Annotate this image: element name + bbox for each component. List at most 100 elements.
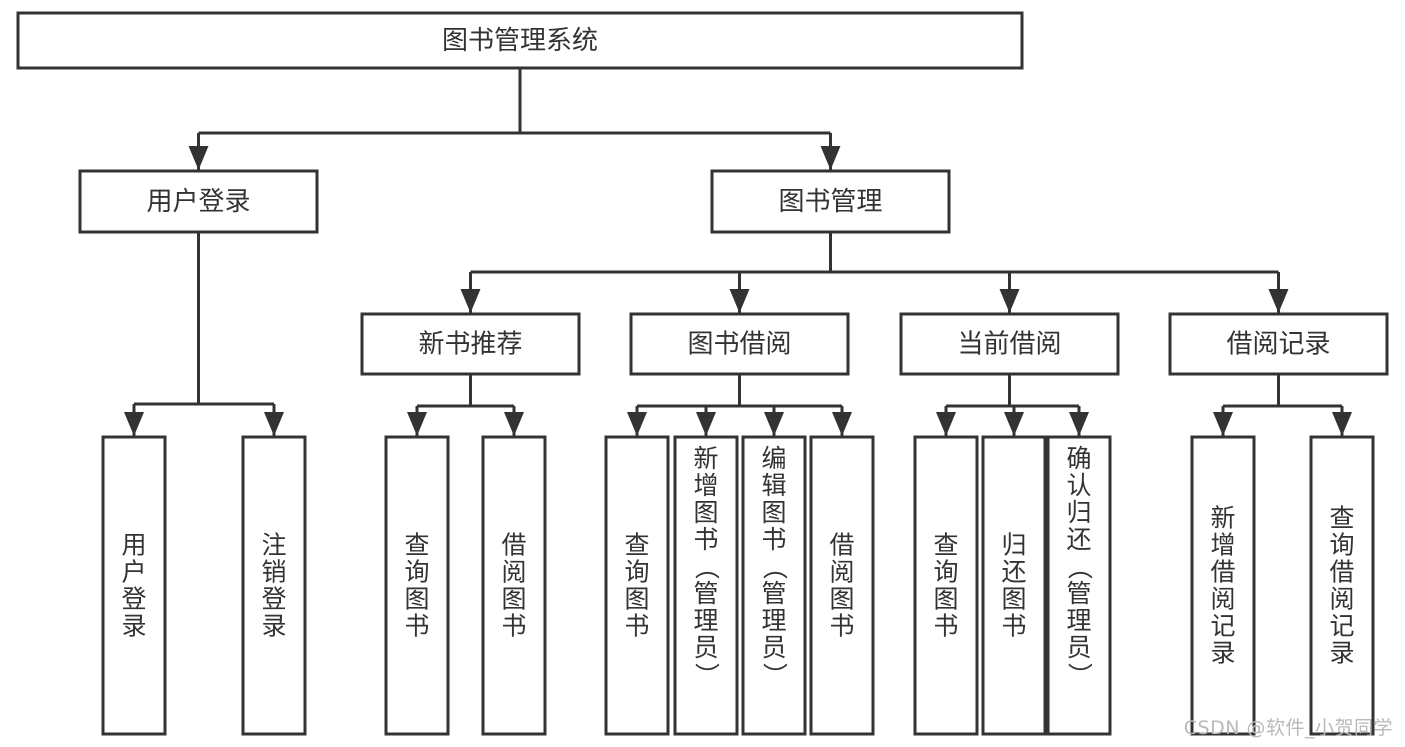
node-label-char: 记 [1329, 612, 1354, 641]
arrow-head-icon [1268, 289, 1289, 313]
node-label-char: 辑 [761, 471, 786, 500]
arrow-head-icon [936, 412, 956, 436]
node-label-new-book-rec: 新书推荐 [418, 330, 522, 360]
node-borrow-record[interactable]: 借阅记录 [1168, 312, 1389, 376]
arrow-head-icon [264, 412, 284, 436]
node-box-new-book-rec [360, 312, 581, 376]
node-label-char: 员 [761, 633, 786, 662]
node-label-user-login: 用户登录 [146, 187, 250, 217]
node-label-char: 录 [1329, 639, 1354, 668]
node-label-char: 图 [693, 498, 718, 527]
node-label-char: 查 [1329, 504, 1354, 533]
arrow-head-icon [764, 412, 784, 436]
node-label-char: 图 [404, 585, 429, 614]
connector-layer [124, 68, 1352, 436]
node-label-char: 书 [693, 525, 718, 554]
node-box-leaf-query-book-rec [384, 435, 450, 736]
node-label-char: 录 [261, 612, 286, 641]
node-label-char: 图 [829, 585, 854, 614]
node-label-char: 查 [624, 531, 649, 560]
node-user-login[interactable]: 用户登录 [78, 169, 319, 234]
arrow-head-icon [832, 412, 852, 436]
node-new-book-rec[interactable]: 新书推荐 [360, 312, 581, 376]
node-label-char: 管 [693, 579, 718, 608]
node-book-borrow[interactable]: 图书借阅 [629, 312, 850, 376]
node-box-leaf-confirm-return [1046, 435, 1112, 736]
node-label-char: ） [760, 662, 789, 687]
node-box-leaf-add-book [673, 435, 739, 736]
node-label-char: 查 [404, 531, 429, 560]
arrow-head-icon [504, 412, 524, 436]
node-label-char: （ [692, 554, 721, 579]
node-label-book-manage: 图书管理 [778, 187, 882, 217]
arrow-head-icon [124, 412, 144, 436]
node-box-leaf-edit-book [741, 435, 807, 736]
arrow-head-icon [999, 289, 1020, 313]
node-label-char: 图 [624, 585, 649, 614]
node-label-char: 管 [1066, 579, 1091, 608]
node-label-char: 询 [404, 558, 429, 587]
node-label-book-borrow: 图书借阅 [687, 330, 791, 360]
node-label-char: 确 [1066, 444, 1091, 473]
node-current-borrow[interactable]: 当前借阅 [899, 312, 1120, 376]
node-label-char: 销 [261, 558, 286, 587]
node-label-char: 阅 [1329, 585, 1354, 614]
arrow-head-icon [1213, 412, 1233, 436]
node-box-leaf-add-record [1190, 435, 1256, 736]
node-label-char: 书 [624, 612, 649, 641]
node-label-char: 编 [761, 444, 786, 473]
node-label-char: 新 [693, 444, 718, 473]
node-leaf-user-login[interactable]: 用户登录 [101, 435, 167, 736]
node-box-leaf-user-login [101, 435, 167, 736]
csdn-watermark: CSDN @软件_小贺同学 [1183, 717, 1393, 739]
node-label-char: 记 [1210, 612, 1235, 641]
node-label-char: 借 [1329, 558, 1354, 587]
node-label-char: 员 [693, 633, 718, 662]
node-label-char: 书 [761, 525, 786, 554]
arrow-head-icon [1069, 412, 1089, 436]
node-label-char: 录 [1210, 639, 1235, 668]
node-book-manage[interactable]: 图书管理 [710, 169, 951, 234]
node-box-leaf-borrow-book [809, 435, 875, 736]
node-box-borrow-record [1168, 312, 1389, 376]
node-label-char: 书 [404, 612, 429, 641]
node-root[interactable]: 图书管理系统 [16, 11, 1024, 70]
node-label-char: 书 [829, 612, 854, 641]
node-label-char: 用 [121, 531, 146, 560]
node-label-char: 询 [933, 558, 958, 587]
arrow-head-icon [188, 146, 209, 170]
arrow-head-icon [407, 412, 427, 436]
node-label-char: 录 [121, 612, 146, 641]
node-label-current-borrow: 当前借阅 [957, 330, 1061, 360]
node-box-leaf-borrow-book-rec [481, 435, 547, 736]
arrow-head-icon [729, 289, 750, 313]
node-label-char: 管 [761, 579, 786, 608]
node-box-leaf-logout [241, 435, 307, 736]
node-box-leaf-query-book-cur [913, 435, 979, 736]
node-label-char: ） [692, 662, 721, 687]
node-label-char: 增 [1210, 531, 1235, 560]
node-box-user-login [78, 169, 319, 234]
arrow-head-icon [1332, 412, 1352, 436]
node-label-char: 阅 [829, 558, 854, 587]
node-label-char: （ [760, 554, 789, 579]
node-label-borrow-record: 借阅记录 [1226, 330, 1330, 360]
node-label-char: 借 [501, 531, 526, 560]
node-label-char: 新 [1210, 504, 1235, 533]
node-label-char: 图 [1001, 585, 1026, 614]
node-label-char: 员 [1066, 633, 1091, 662]
node-label-char: 认 [1066, 471, 1091, 500]
